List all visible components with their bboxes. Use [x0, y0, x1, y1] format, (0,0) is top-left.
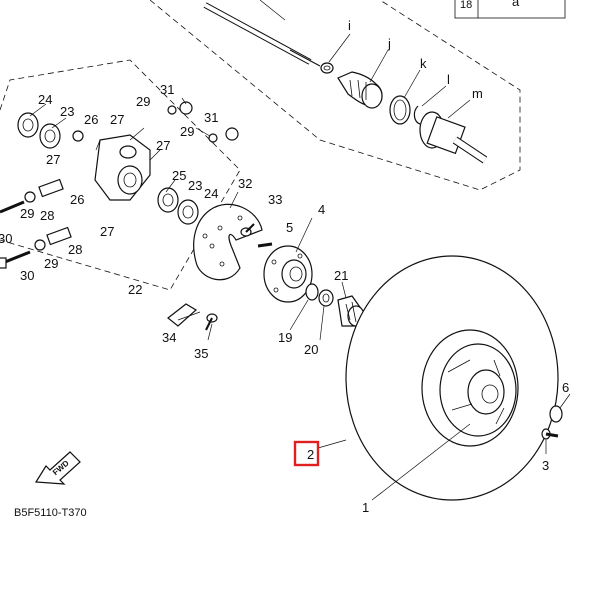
drive-shaft [203, 2, 321, 67]
highlight-box [293, 440, 320, 467]
label-23-top: 23 [60, 104, 74, 119]
label-21: 21 [334, 268, 348, 283]
stud-3 [541, 428, 559, 440]
label-2: 2 [307, 447, 314, 462]
driveshaft-group-outline [149, 0, 521, 191]
cotter-pin-34 [167, 303, 198, 327]
corner-number: 18 [460, 0, 472, 11]
label-29-right: 29 [180, 124, 194, 139]
label-32: 32 [238, 176, 252, 191]
label-34: 34 [162, 330, 176, 345]
label-29-bottom: 29 [44, 256, 58, 271]
bolt-33 [240, 223, 255, 237]
fwd-arrow: FWD [34, 451, 81, 485]
screw-35 [205, 313, 218, 331]
label-26-top: 26 [84, 112, 98, 127]
label-l: l [447, 72, 450, 87]
label-k: k [420, 56, 427, 71]
label-30-bottom: 30 [20, 268, 34, 283]
label-29-top: 29 [136, 94, 150, 109]
label-19: 19 [278, 330, 292, 345]
part-m-cv-joint [419, 111, 488, 164]
wheel-hub [263, 245, 313, 303]
label-4: 4 [318, 202, 325, 217]
label-26-bottom: 26 [70, 192, 84, 207]
washer-19 [305, 283, 319, 301]
part-j-boot [337, 71, 383, 109]
nut-20 [318, 289, 334, 307]
label-22: 22 [128, 282, 142, 297]
label-27-bottom: 27 [100, 224, 114, 239]
bearing-left [17, 112, 61, 149]
collars [24, 178, 72, 251]
bolts-30 [0, 200, 31, 269]
leader-lines [29, 0, 571, 501]
bearing-right [157, 187, 199, 225]
label-6: 6 [562, 380, 569, 395]
label-27-top: 27 [110, 112, 124, 127]
corner-reference-box: 18 a [454, 0, 566, 19]
label-28-bottom: 28 [68, 242, 82, 257]
label-31-left: 31 [160, 82, 174, 97]
label-24-top: 24 [38, 92, 52, 107]
corner-letter: a [512, 0, 520, 9]
label-3: 3 [542, 458, 549, 473]
diagram-code: B5F5110-T370 [14, 507, 87, 519]
part-l-circlip [413, 105, 421, 125]
label-5: 5 [286, 220, 293, 235]
label-35: 35 [194, 346, 208, 361]
label-29-mid: 29 [20, 206, 34, 221]
tire-wheel [345, 255, 559, 501]
label-33: 33 [268, 192, 282, 207]
label-27-left: 27 [46, 152, 60, 167]
label-j: j [387, 36, 391, 51]
lug-nut-6 [549, 405, 563, 423]
part-labels: i j k l m 24 23 26 31 29 27 31 29 27 27 … [0, 18, 569, 515]
highlighted-part-2[interactable]: 2 [293, 440, 320, 467]
label-31-right: 31 [204, 110, 218, 125]
label-23-right: 23 [188, 178, 202, 193]
stud-bolt-5 [257, 242, 273, 248]
label-25: 25 [172, 168, 186, 183]
knuckle-group-outline [0, 59, 241, 291]
part-k-band [389, 95, 411, 125]
label-28-top: 28 [40, 208, 54, 223]
label-27-right: 27 [156, 138, 170, 153]
label-i: i [348, 18, 351, 33]
brake-disc [193, 203, 263, 281]
label-1: 1 [362, 500, 369, 515]
label-m: m [472, 86, 483, 101]
label-20: 20 [304, 342, 318, 357]
nuts [72, 101, 239, 143]
steering-knuckle [94, 134, 151, 201]
label-30-top: 30 [0, 231, 12, 246]
label-24-right: 24 [204, 186, 218, 201]
part-i-clip [320, 62, 334, 74]
